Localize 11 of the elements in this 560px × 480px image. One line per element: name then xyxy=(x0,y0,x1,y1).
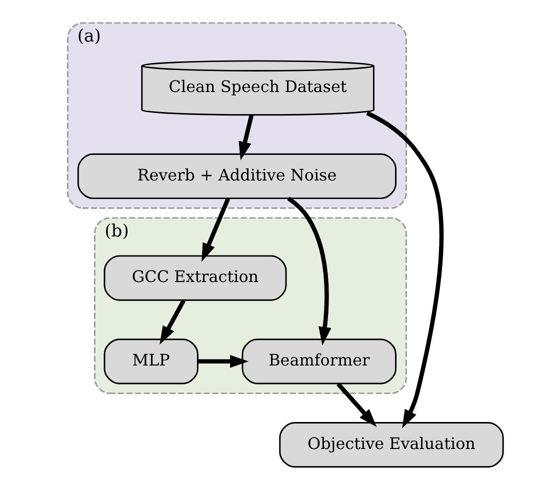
arrow xyxy=(198,354,248,368)
arrow xyxy=(366,111,444,428)
node-box: Objective Evaluation xyxy=(278,422,504,468)
node-box: Reverb + Additive Noise xyxy=(76,153,396,200)
node-box: Beamformer xyxy=(241,338,396,384)
arrow xyxy=(159,299,186,344)
node-box: MLP xyxy=(103,338,198,384)
arrow xyxy=(238,114,254,160)
node-box: GCC Extraction xyxy=(103,255,286,301)
arrow xyxy=(201,198,230,262)
arrow xyxy=(336,382,376,428)
